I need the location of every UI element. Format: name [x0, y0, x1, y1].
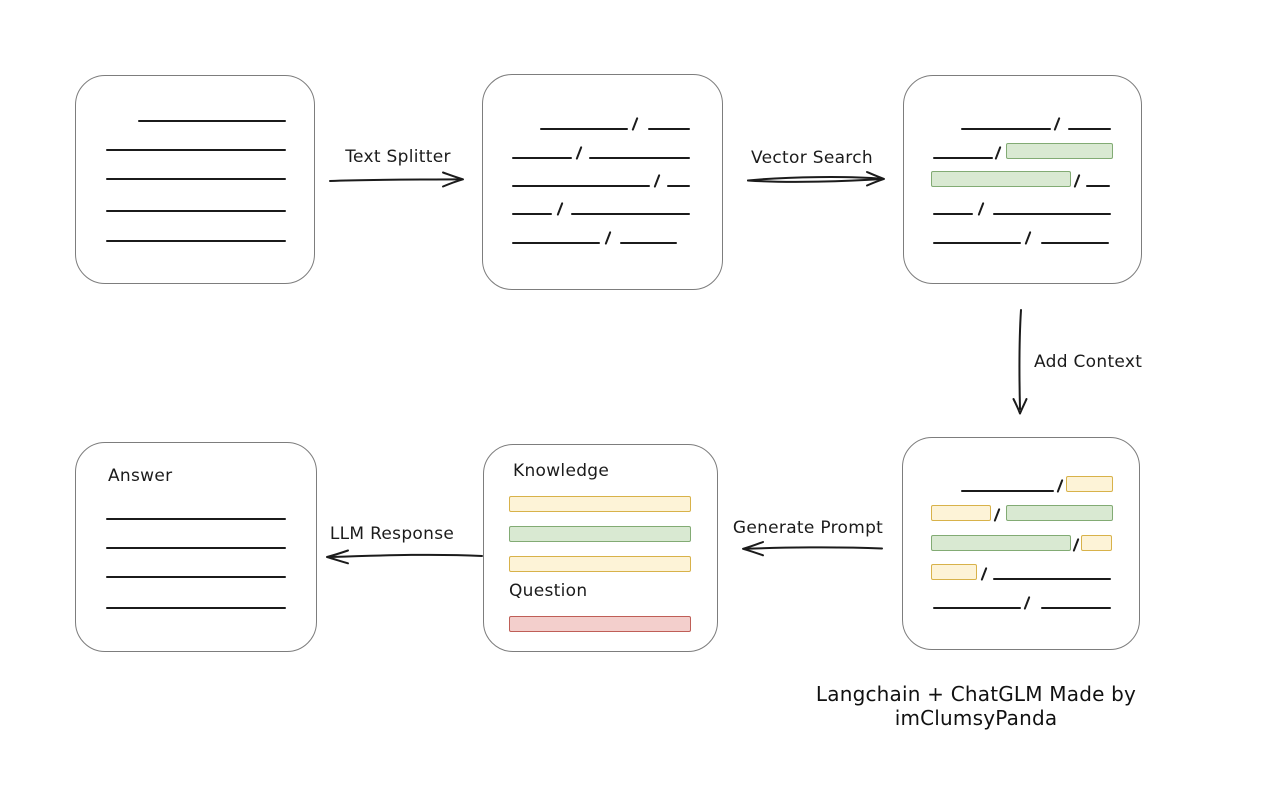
highlight-chunk-yellow [509, 496, 691, 512]
text-line [1068, 128, 1111, 130]
text-line [540, 128, 628, 130]
text-line [933, 213, 973, 215]
highlight-chunk-yellow [1066, 476, 1113, 492]
text-line [512, 157, 572, 159]
highlight-chunk-yellow [931, 505, 991, 521]
highlight-chunk-green [1006, 505, 1113, 521]
text-line [106, 178, 286, 180]
text-line [512, 242, 600, 244]
text-line [571, 213, 690, 215]
text-line [589, 157, 690, 159]
slash-mark [980, 567, 988, 581]
text-line [648, 128, 690, 130]
text-line [106, 240, 286, 242]
highlight-chunk-green [931, 535, 1071, 551]
text-line [961, 490, 1054, 492]
text-line [1041, 242, 1109, 244]
matched-chunks-node [903, 75, 1142, 284]
slash-mark [1024, 231, 1032, 245]
context-chunks-node [902, 437, 1140, 650]
add-context-arrow [1012, 309, 1028, 415]
text-line [667, 185, 690, 187]
highlight-chunk-green [1006, 143, 1113, 159]
text-splitter-arrow [329, 171, 464, 188]
add-context-label: Add Context [1034, 352, 1143, 372]
slash-mark [1056, 479, 1064, 493]
text-line [106, 547, 286, 549]
text-splitter-label: Text Splitter [345, 147, 451, 167]
slash-mark [604, 231, 612, 245]
slash-mark [631, 117, 639, 131]
slash-mark [575, 146, 583, 160]
text-line [933, 157, 993, 159]
highlight-chunk-red [509, 616, 691, 632]
slash-mark [1023, 596, 1031, 610]
caption: Langchain + ChatGLM Made by imClumsyPand… [815, 682, 1137, 730]
highlight-chunk-green [931, 171, 1071, 187]
text-line [138, 120, 286, 122]
text-line [1041, 607, 1111, 609]
slash-mark [1072, 538, 1080, 552]
text-line [106, 149, 286, 151]
split-chunks-node [482, 74, 723, 290]
slash-mark [556, 202, 564, 216]
text-line [106, 210, 286, 212]
slash-mark [977, 202, 985, 216]
question-label: Question [509, 581, 588, 601]
answer-node: Answer [75, 442, 317, 652]
answer-label: Answer [108, 466, 173, 486]
text-line [106, 518, 286, 520]
generate-prompt-arrow [742, 541, 883, 557]
text-line [933, 242, 1021, 244]
llm-response-label: LLM Response [329, 524, 455, 544]
text-line [512, 213, 552, 215]
llm-response-arrow [326, 549, 483, 565]
vector-search-label: Vector Search [751, 148, 873, 168]
text-line [933, 607, 1021, 609]
slash-mark [993, 508, 1001, 522]
vector-search-arrow [747, 171, 885, 187]
text-line [106, 607, 286, 609]
highlight-chunk-yellow [931, 564, 977, 580]
text-line [620, 242, 677, 244]
slash-mark [1073, 174, 1081, 188]
text-line [512, 185, 650, 187]
text-line [1086, 185, 1110, 187]
slash-mark [653, 174, 661, 188]
slash-mark [994, 146, 1002, 160]
slash-mark [1053, 117, 1061, 131]
highlight-chunk-yellow [509, 556, 691, 572]
knowledge-label: Knowledge [513, 461, 610, 481]
text-line [961, 128, 1051, 130]
document-node [75, 75, 315, 284]
prompt-node: Knowledge Question [483, 444, 718, 652]
text-line [993, 213, 1111, 215]
highlight-chunk-green [509, 526, 691, 542]
text-line [106, 576, 286, 578]
text-line [993, 578, 1111, 580]
highlight-chunk-yellow [1081, 535, 1112, 551]
generate-prompt-label: Generate Prompt [732, 518, 884, 538]
